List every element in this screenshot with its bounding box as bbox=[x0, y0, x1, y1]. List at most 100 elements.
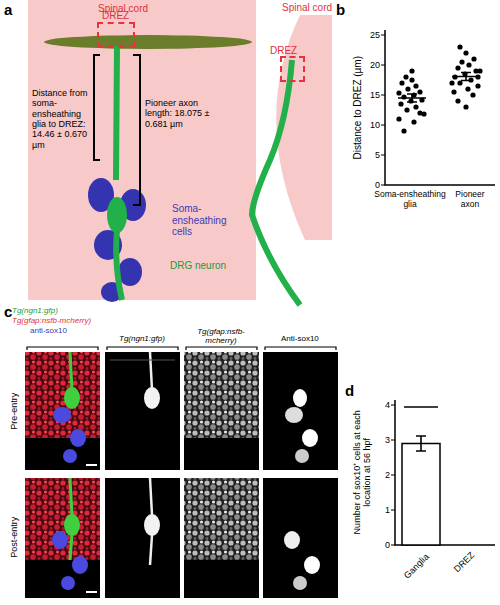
annotation: Tg(gfap:nsfb-mcherry) bbox=[183, 327, 259, 345]
neuron-side-view bbox=[252, 60, 300, 305]
sox10-cell bbox=[70, 429, 86, 447]
tick-label: 20 bbox=[370, 60, 380, 70]
column-brackets bbox=[27, 347, 336, 350]
tick-label: 5 bbox=[375, 150, 380, 160]
tick-label: 0 bbox=[385, 540, 390, 550]
glia-cell bbox=[118, 258, 142, 286]
axis bbox=[395, 400, 495, 545]
annotation: Ganglia bbox=[401, 552, 430, 581]
sox10-cell bbox=[53, 407, 71, 423]
sox10-cell bbox=[293, 576, 307, 590]
mcherry-signal bbox=[184, 352, 259, 438]
sox10-cell bbox=[293, 389, 307, 407]
annotation: DREZ bbox=[451, 550, 476, 575]
neuron-soma bbox=[107, 197, 127, 233]
pioneer-axon bbox=[116, 46, 117, 180]
gfp-cell bbox=[144, 514, 160, 536]
panel-a-art bbox=[44, 35, 300, 305]
sox10-cell bbox=[302, 429, 318, 447]
axis-ticks bbox=[391, 405, 395, 545]
panel-letter: c bbox=[4, 303, 12, 320]
annotation: Anti-sox10 bbox=[281, 334, 319, 343]
gfp-cell bbox=[144, 387, 160, 409]
annotation: Pre-entry bbox=[9, 393, 19, 430]
micrograph bbox=[25, 352, 100, 470]
sox10-cell bbox=[284, 531, 300, 549]
micrograph bbox=[263, 478, 338, 598]
tick-label: 1 bbox=[385, 505, 390, 515]
micrograph bbox=[263, 352, 338, 470]
background bbox=[110, 360, 175, 361]
tick-label: 2 bbox=[385, 470, 390, 480]
annotation: Pioneer axon length: 18.075 ± 0.681 µm bbox=[145, 98, 217, 129]
region-label: DREZ bbox=[270, 45, 297, 56]
data-points bbox=[396, 44, 482, 133]
region-outline bbox=[262, 0, 332, 245]
glia-cell bbox=[94, 230, 122, 260]
panel-letter: d bbox=[345, 382, 354, 399]
region-label: Spinal cord bbox=[282, 2, 332, 13]
mcherry-signal bbox=[25, 352, 100, 438]
micrograph bbox=[105, 352, 180, 470]
micrograph bbox=[25, 478, 100, 598]
annotation: Tg(ngn1:gfp) bbox=[12, 306, 58, 315]
bracket bbox=[94, 55, 100, 160]
scale-bar bbox=[86, 464, 97, 466]
tick-label: 10 bbox=[370, 120, 380, 130]
annotation: Post-entry bbox=[9, 517, 19, 558]
axis bbox=[385, 30, 495, 185]
glia-cell bbox=[101, 282, 123, 302]
max-line bbox=[404, 406, 438, 408]
gfp-axon bbox=[70, 352, 72, 390]
scale-bar bbox=[86, 591, 97, 593]
annotation: anti-sox10 bbox=[30, 326, 67, 335]
axis-ticks bbox=[381, 35, 385, 185]
bar bbox=[402, 444, 440, 546]
gfp-axon bbox=[150, 478, 152, 565]
annotation: Number of sox10⁺ cells at each location … bbox=[352, 397, 373, 547]
tick-label: 0 bbox=[375, 180, 380, 190]
gfp-cell bbox=[64, 387, 80, 409]
sox10-cell bbox=[304, 556, 320, 574]
panel-letter: b bbox=[336, 1, 345, 18]
glia-cell bbox=[120, 189, 146, 221]
mcherry-signal bbox=[25, 478, 100, 560]
tick-label: 25 bbox=[370, 30, 380, 40]
micrograph bbox=[184, 478, 259, 598]
micrograph bbox=[184, 352, 259, 470]
tick-label: 3 bbox=[385, 435, 390, 445]
spinal-cord-region: Spinal cordDREZ bbox=[262, 0, 332, 245]
drez-box: DREZ bbox=[280, 56, 305, 82]
drez-box: DREZ bbox=[97, 22, 135, 48]
annotation: Tg(ngn1:gfp) bbox=[119, 334, 165, 343]
annotation: Soma-ensheathing cells bbox=[172, 203, 244, 238]
bracket bbox=[133, 55, 140, 205]
mcherry-signal bbox=[184, 478, 259, 560]
annotation: Soma-ensheathing glia bbox=[374, 190, 446, 210]
micrograph bbox=[105, 478, 180, 598]
gfp-cell bbox=[64, 514, 80, 536]
panel-letter: a bbox=[4, 1, 12, 18]
sox10-cell bbox=[52, 531, 68, 549]
sox10-cell bbox=[72, 556, 88, 574]
gfp-axon bbox=[150, 352, 152, 390]
mean-sem bbox=[398, 73, 480, 103]
sox10-cell bbox=[295, 449, 309, 463]
error-bar bbox=[416, 436, 426, 451]
glia-cell bbox=[88, 178, 114, 212]
sox10-cell bbox=[285, 407, 303, 423]
panel-d-chart bbox=[391, 400, 495, 545]
nerve-root-band bbox=[44, 35, 252, 49]
annotation: DRG neuron bbox=[170, 260, 250, 272]
annotation: Pioneer axon bbox=[446, 190, 494, 210]
gfp-axon bbox=[70, 478, 72, 560]
annotation: Distance from soma-ensheathing glia to D… bbox=[32, 88, 94, 150]
annotation: Tg(gfap:nsfb-mcherry) bbox=[12, 316, 91, 325]
region-label: DREZ bbox=[102, 10, 129, 21]
neuron-axon bbox=[116, 230, 122, 300]
sox10-cell bbox=[61, 576, 75, 590]
tick-label: 4 bbox=[385, 400, 390, 410]
